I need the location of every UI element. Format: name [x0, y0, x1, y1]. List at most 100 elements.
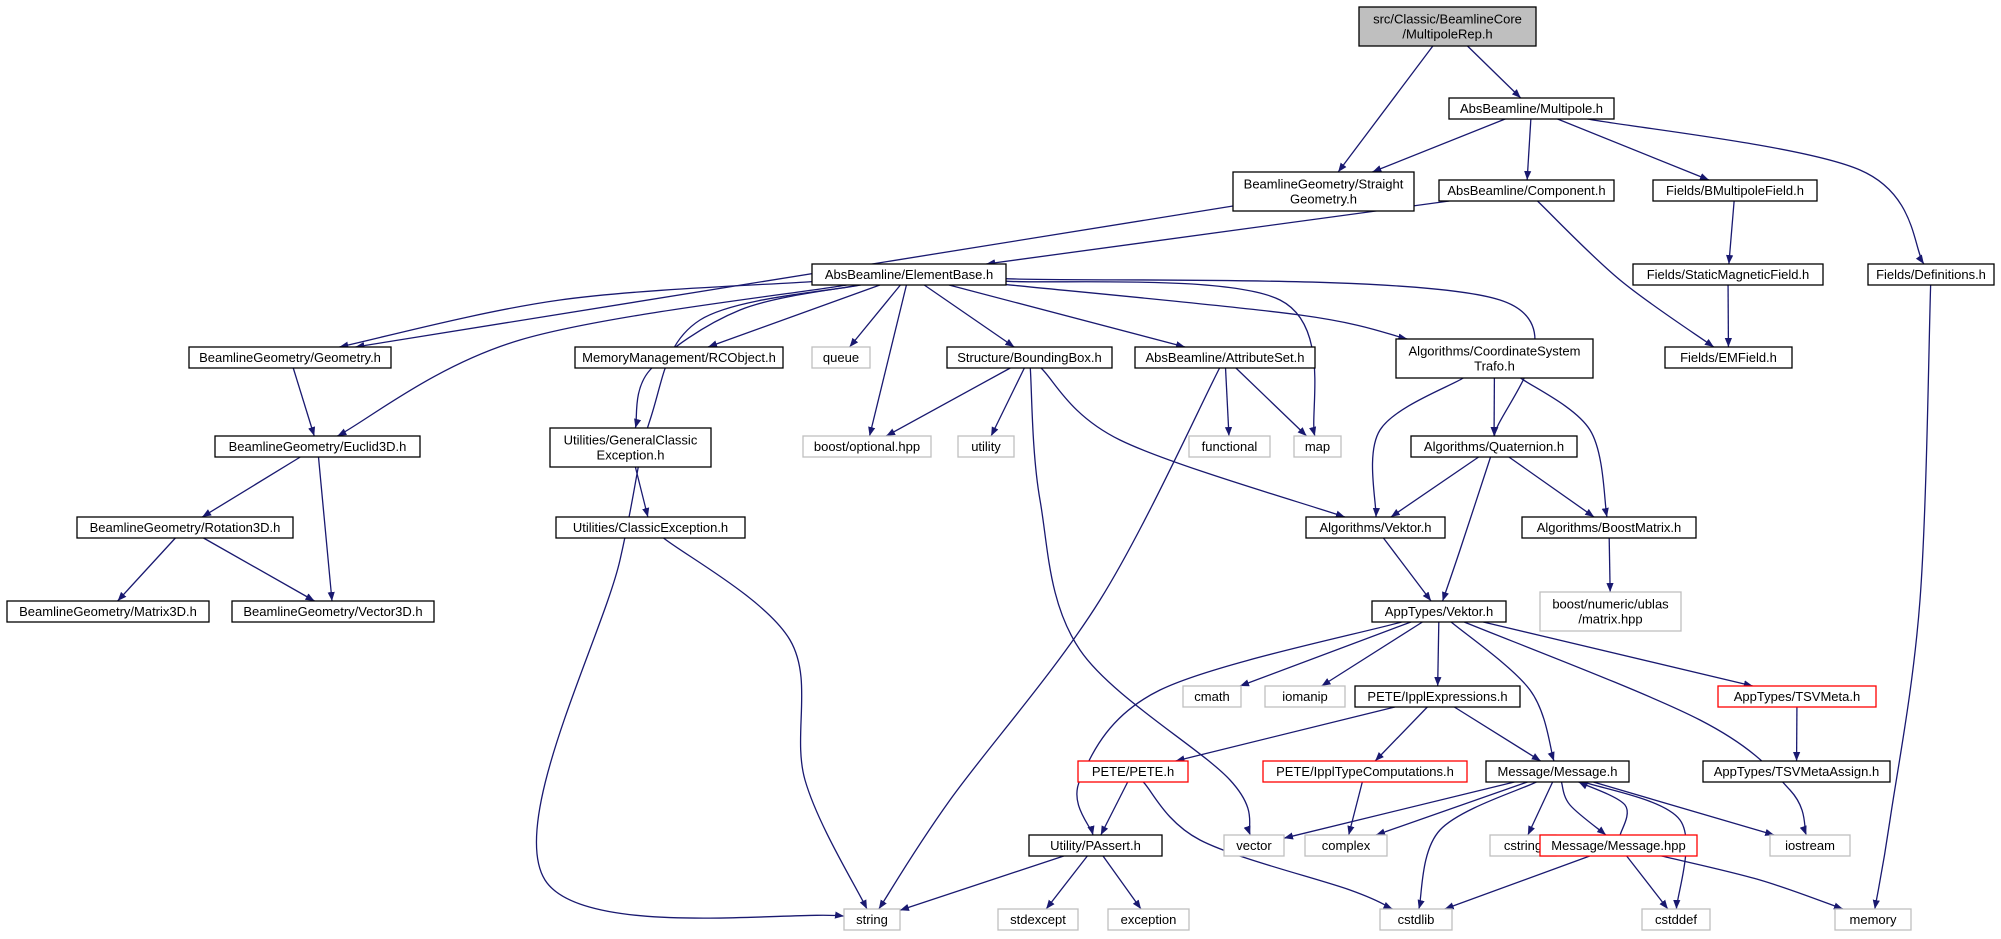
edge-attributeset-to-string	[878, 367, 1221, 910]
node-geometry[interactable]: BeamlineGeometry/Geometry.h	[188, 346, 392, 369]
node-label: PETE/IpplTypeComputations.h	[1276, 764, 1454, 779]
node-passert[interactable]: Utility/PAssert.h	[1028, 834, 1163, 857]
node-label: cstring	[1504, 838, 1542, 853]
edge-messagehpp-to-memory	[1661, 855, 1844, 910]
node-component[interactable]: AbsBeamline/Component.h	[1438, 179, 1615, 202]
node-label: Structure/BoundingBox.h	[957, 350, 1102, 365]
node-box	[6, 600, 210, 623]
node-euclid3d[interactable]: BeamlineGeometry/Euclid3D.h	[214, 435, 421, 458]
node-box	[1371, 600, 1507, 623]
node-box	[957, 435, 1015, 458]
edge-root-to-multipole	[1467, 45, 1522, 99]
node-label: Exception.h	[597, 448, 665, 463]
node-root[interactable]: src/Classic/BeamlineCore/MultipoleRep.h	[1358, 6, 1537, 47]
node-box	[1485, 760, 1630, 783]
node-attributeset[interactable]: AbsBeamline/AttributeSet.h	[1134, 346, 1316, 369]
node-box	[574, 346, 784, 369]
node-label: functional	[1202, 439, 1258, 454]
node-exception[interactable]: exception	[1107, 908, 1190, 931]
node-label: BeamlineGeometry/Euclid3D.h	[229, 439, 407, 454]
edge-multipole-to-definitions	[1587, 118, 1925, 265]
node-matrix3d[interactable]: BeamlineGeometry/Matrix3D.h	[6, 600, 210, 623]
node-cmath[interactable]: cmath	[1182, 685, 1242, 708]
node-box	[231, 600, 435, 623]
edge-messagehpp-to-cstddef	[1626, 855, 1669, 910]
edge-elementbase-to-boundingbox	[923, 284, 1015, 348]
node-functional[interactable]: functional	[1188, 435, 1271, 458]
node-tsvmetaassign[interactable]: AppTypes/TSVMetaAssign.h	[1702, 760, 1891, 783]
node-bmultipolefield[interactable]: Fields/BMultipoleField.h	[1652, 179, 1818, 202]
node-utility[interactable]: utility	[957, 435, 1015, 458]
node-definitions[interactable]: Fields/Definitions.h	[1867, 263, 1995, 286]
nodes-layer: src/Classic/BeamlineCore/MultipoleRep.hA…	[6, 6, 1995, 931]
node-stdexcept[interactable]: stdexcept	[997, 908, 1079, 931]
edge-messageh-to-messagehpp	[1560, 781, 1607, 836]
edge-multipole-to-straightgeom	[1372, 118, 1506, 173]
node-map[interactable]: map	[1293, 435, 1342, 458]
edge-messageh-to-cstring	[1527, 781, 1554, 836]
edge-elementbase-to-geometry	[339, 280, 813, 349]
node-iomanip[interactable]: iomanip	[1264, 685, 1346, 708]
node-rotation3d[interactable]: BeamlineGeometry/Rotation3D.h	[76, 516, 294, 539]
edge-root-to-straightgeom	[1337, 45, 1434, 173]
node-box	[1182, 685, 1242, 708]
node-label: memory	[1850, 912, 1897, 927]
node-label: src/Classic/BeamlineCore	[1373, 12, 1522, 27]
node-pete[interactable]: PETE/PETE.h	[1077, 760, 1189, 783]
node-algvektor[interactable]: Algorithms/Vektor.h	[1305, 516, 1446, 539]
node-box	[1664, 346, 1793, 369]
node-boostoptional[interactable]: boost/optional.hpp	[802, 435, 932, 458]
node-staticmagnetic[interactable]: Fields/StaticMagneticField.h	[1632, 263, 1824, 286]
node-memory[interactable]: memory	[1834, 908, 1912, 931]
edge-messageh-to-vector	[1283, 781, 1515, 840]
node-cstddef[interactable]: cstddef	[1641, 908, 1711, 931]
node-rcobject[interactable]: MemoryManagement/RCObject.h	[574, 346, 784, 369]
node-box	[1867, 263, 1995, 286]
node-label: AppTypes/TSVMeta.h	[1734, 689, 1860, 704]
node-label: string	[856, 912, 888, 927]
node-cstdlib[interactable]: cstdlib	[1379, 908, 1453, 931]
node-box	[1521, 516, 1697, 539]
node-box	[1641, 908, 1711, 931]
node-emfield[interactable]: Fields/EMField.h	[1664, 346, 1793, 369]
node-box	[811, 263, 1007, 286]
node-label: PETE/PETE.h	[1092, 764, 1174, 779]
node-classicexc[interactable]: Utilities/ClassicException.h	[555, 516, 746, 539]
node-quaternion[interactable]: Algorithms/Quaternion.h	[1410, 435, 1578, 458]
edge-elementbase-to-attributeset	[948, 284, 1186, 349]
edge-rotation3d-to-matrix3d	[117, 537, 176, 602]
node-vector3d[interactable]: BeamlineGeometry/Vector3D.h	[231, 600, 435, 623]
node-label: Fields/StaticMagneticField.h	[1647, 267, 1810, 282]
edge-messageh-to-iostream	[1593, 781, 1775, 836]
node-messageh[interactable]: Message/Message.h	[1485, 760, 1630, 783]
edge-rotation3d-to-vector3d	[203, 537, 315, 602]
node-label: iomanip	[1282, 689, 1328, 704]
node-label: Algorithms/Vektor.h	[1320, 520, 1432, 535]
node-iostream[interactable]: iostream	[1769, 834, 1851, 857]
node-multipole[interactable]: AbsBeamline/Multipole.h	[1448, 97, 1615, 120]
node-elementbase[interactable]: AbsBeamline/ElementBase.h	[811, 263, 1007, 286]
node-box	[1264, 685, 1346, 708]
edge-pete-to-passert	[1100, 781, 1129, 836]
node-apptypesvektor[interactable]: AppTypes/Vektor.h	[1371, 600, 1507, 623]
node-complex[interactable]: complex	[1304, 834, 1388, 857]
node-string[interactable]: string	[843, 908, 901, 931]
node-boundingbox[interactable]: Structure/BoundingBox.h	[946, 346, 1113, 369]
node-messagehpp[interactable]: Message/Message.hpp	[1539, 834, 1698, 857]
node-ublasmatrix[interactable]: boost/numeric/ublas/matrix.hpp	[1539, 591, 1682, 632]
node-boostmatrix[interactable]: Algorithms/BoostMatrix.h	[1521, 516, 1697, 539]
node-tsvmeta[interactable]: AppTypes/TSVMeta.h	[1717, 685, 1877, 708]
node-label: AppTypes/Vektor.h	[1385, 604, 1493, 619]
node-ipplexpr[interactable]: PETE/IpplExpressions.h	[1354, 685, 1521, 708]
node-ippltypecomp[interactable]: PETE/IpplTypeComputations.h	[1262, 760, 1468, 783]
node-box	[1834, 908, 1912, 931]
edge-apptypesvektor-to-tsvmeta	[1483, 621, 1753, 688]
node-queue[interactable]: queue	[811, 346, 871, 369]
node-label: BeamlineGeometry/Straight	[1244, 177, 1404, 192]
node-label: Fields/Definitions.h	[1876, 267, 1986, 282]
node-vector[interactable]: vector	[1223, 834, 1285, 857]
